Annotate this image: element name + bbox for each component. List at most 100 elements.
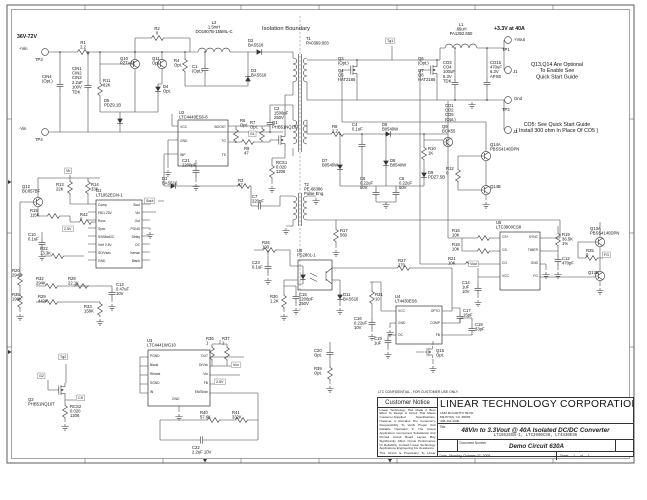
net-flag-box — [602, 251, 611, 258]
q15-mosfet — [424, 345, 433, 359]
component-label: SD/Vsec — [98, 251, 111, 255]
component-label: OC — [135, 243, 141, 247]
net-flag-box — [468, 260, 479, 267]
customer-notice-box: Customer Notice Linear Technology Has Ma… — [377, 397, 438, 457]
confidential-note: LTC CONFIDENTIAL - FOR CUSTOMER USE ONLY — [378, 390, 459, 394]
component-label: Blank — [132, 259, 141, 263]
j1-terminal — [504, 66, 512, 74]
net-flag-box — [248, 130, 257, 137]
tp3-label: TP3 — [35, 57, 43, 62]
component-label: Q13B — [588, 270, 599, 275]
component-label: GND — [172, 397, 180, 401]
sheet-number: 1 — [573, 454, 576, 458]
net-flag-vh: Vh — [66, 169, 70, 173]
component-label: SYNC — [529, 235, 539, 239]
wires-layer — [19, 37, 603, 441]
tp2-label: TP2 — [502, 107, 510, 112]
symbols-layer — [15, 35, 606, 444]
net-flag-box — [214, 378, 226, 385]
net-flag-box — [64, 167, 72, 174]
document-number: Demo Circuit 630A — [508, 442, 565, 450]
fax: 408-434-0507 FAX — [440, 423, 631, 424]
component-label: GND — [398, 321, 406, 325]
component-label: Sout — [133, 203, 140, 207]
component-label: Rblank — [150, 372, 161, 376]
date-row: Date: Monday, October 03, 2005 Sheet 1 o… — [438, 452, 633, 460]
customer-notice-text: Linear Technology Has Made A Best Effort… — [379, 407, 436, 451]
net-flag-sout: Sout — [146, 199, 153, 203]
component-label: Blank — [150, 363, 159, 367]
schematic-title: 48Vin to 3.3Vout @ 40A Isolated DC/DC Co… — [461, 426, 610, 434]
component-label: VCC — [502, 274, 510, 278]
net-flag-box — [76, 394, 85, 401]
component-label: FB/1.23V — [98, 211, 113, 215]
u1-lt1952-box — [95, 199, 143, 269]
net-flag-box — [144, 197, 155, 204]
component-label: CIN4(Opt.) — [42, 74, 53, 84]
tp1-label: TP1 — [502, 47, 510, 52]
u4-lt4430-box — [395, 305, 443, 345]
tp3-testpoint — [41, 48, 49, 56]
junction-dots — [59, 47, 488, 135]
component-label: GND — [531, 261, 539, 265]
l1-inductor — [444, 43, 478, 49]
plus-vin-label: +Vin — [19, 46, 28, 51]
component-label: CS- — [502, 248, 508, 252]
gnd-label: Gnd — [514, 96, 523, 101]
l2-inductor — [197, 47, 231, 53]
note-co5: CO5: See Quick Start Guide( Install 300 … — [516, 122, 599, 134]
sheet-frame — [6, 4, 635, 464]
minus-vin-label: -Vin — [19, 126, 27, 131]
net-flag-box — [62, 225, 74, 232]
u6-opto-box — [297, 259, 333, 291]
component-label: Vin — [135, 211, 140, 215]
component-label: SGND — [150, 381, 160, 385]
net-flag-fg: FG — [604, 253, 609, 257]
transformer-cores — [298, 54, 302, 226]
address-line-1: 1630 McCARTHY BLVD. — [440, 410, 475, 415]
net-flag-box — [58, 353, 68, 360]
title-cell: Title 48Vin to 3.3Vout @ 40A Isolated DC… — [438, 424, 633, 440]
